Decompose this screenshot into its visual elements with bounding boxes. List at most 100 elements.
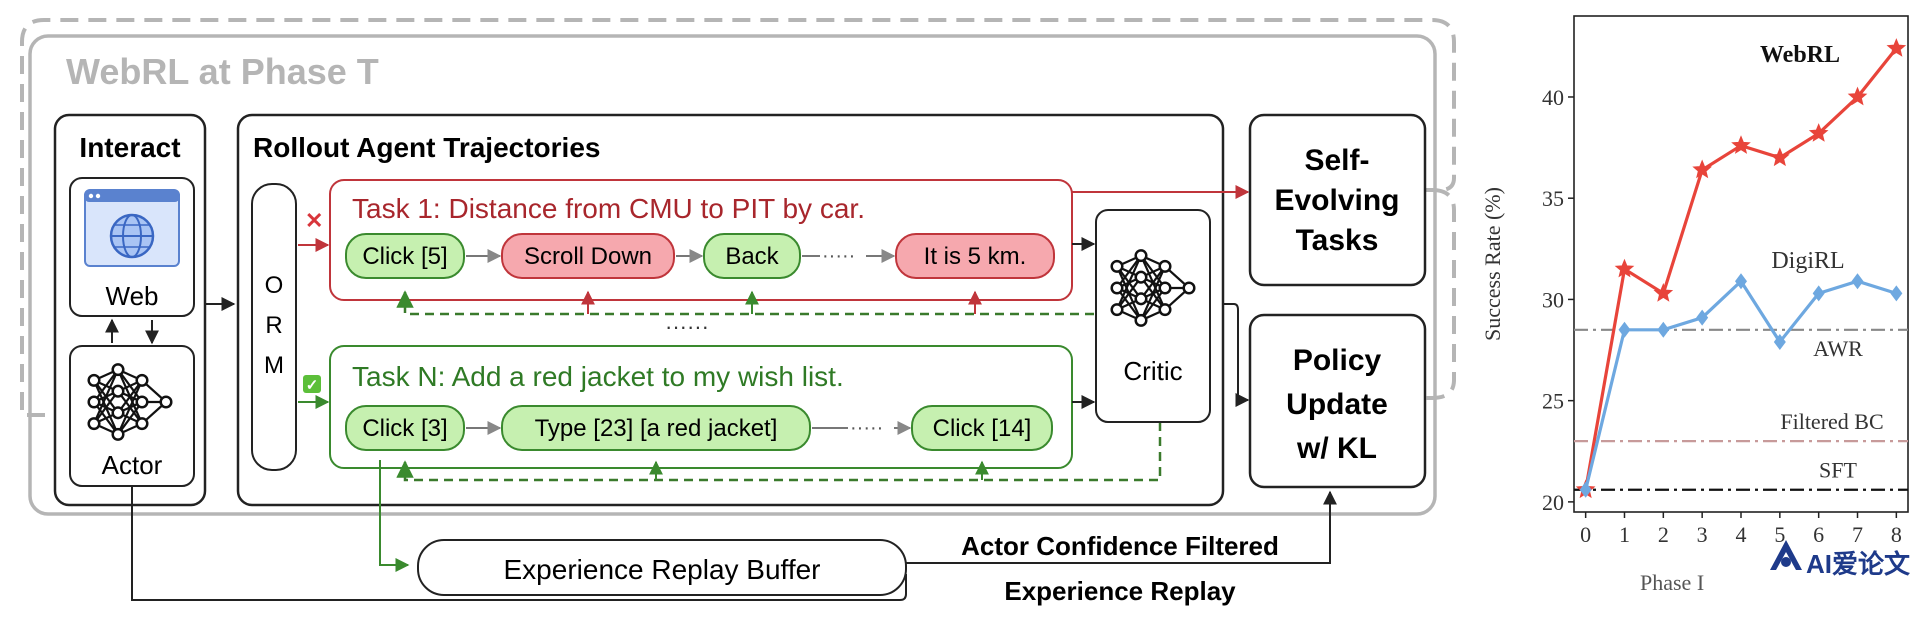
watermark: AI爱论文 <box>1770 540 1911 579</box>
self-evolving-line-1: Self- <box>1304 144 1369 177</box>
watermark-text: AI爱论文 <box>1806 549 1911 579</box>
watermark-logo-icon <box>1770 540 1802 570</box>
actor-to-buffer-line <box>131 486 907 601</box>
data-point <box>1735 273 1747 290</box>
data-point <box>1614 258 1635 278</box>
critic-label: Critic <box>1123 356 1182 386</box>
experience-replay-label: Experience Replay <box>1004 576 1236 606</box>
interact-title: Interact <box>79 132 180 163</box>
self-evolving-box <box>1248 113 1427 287</box>
critic-to-policy-arrow <box>1223 303 1250 407</box>
data-point <box>1657 321 1670 338</box>
data-point <box>1731 135 1751 154</box>
task1-step-2-label: Scroll Down <box>524 243 652 270</box>
critic-network-icon <box>1110 249 1196 327</box>
orm-letter-o: O <box>265 272 284 299</box>
baseline-label: Filtered BC <box>1780 409 1883 434</box>
taskN-step-2-label: Type [23] [a red jacket] <box>535 415 778 442</box>
task1-step-2 <box>501 233 675 279</box>
plot-frame <box>1573 15 1909 513</box>
task1-title: Task 1: Distance from CMU to PIT by car. <box>352 193 865 224</box>
x-tick-label: 0 <box>1580 522 1591 547</box>
task1-step-3-label: Back <box>725 243 779 270</box>
taskN-pass-mark-glyph: ✓ <box>306 377 319 394</box>
policy-update-line-2: Update <box>1286 388 1388 421</box>
task1-step-1 <box>345 233 465 279</box>
orm-box <box>251 183 297 471</box>
filtered-label-bg <box>915 528 1327 562</box>
x-tick-label: 2 <box>1658 522 1669 547</box>
replay-buffer-box <box>417 539 907 596</box>
taskN-step-1-label: Click [3] <box>362 415 447 442</box>
self-evolving-line-3: Tasks <box>1296 224 1379 257</box>
series-label: WebRL <box>1760 42 1840 68</box>
taskN-title: Task N: Add a red jacket to my wish list… <box>352 361 844 392</box>
x-tick-label: 4 <box>1736 522 1747 547</box>
y-tick-label: 25 <box>1542 389 1564 414</box>
y-tick-label: 35 <box>1542 186 1564 211</box>
taskN-step-2 <box>501 405 811 451</box>
y-tick-label: 40 <box>1542 85 1564 110</box>
x-tick-label: 3 <box>1697 522 1708 547</box>
taskN-to-buffer-arrow <box>379 460 410 572</box>
data-point <box>1579 481 1592 498</box>
task1-fail-mark: ✕ <box>305 208 323 233</box>
taskN-step-3 <box>911 405 1053 451</box>
taskN-pass-mark <box>303 375 321 393</box>
task1-step-4 <box>895 233 1055 279</box>
task1-step-1-label: Click [5] <box>362 243 447 270</box>
task1-step-4-label: It is 5 km. <box>924 243 1027 270</box>
policy-update-box <box>1248 313 1427 489</box>
taskN-step-1 <box>345 405 465 451</box>
baseline-label: AWR <box>1813 336 1863 361</box>
x-tick-label: 5 <box>1774 522 1785 547</box>
taskN-feedback-dashed <box>396 422 1162 482</box>
buffer-to-policy-arrow <box>906 490 1337 564</box>
success-rate-chart: 20 25 30 35 40 0 1 2 3 4 5 6 7 8 Success Rate (%) Phase… <box>1480 15 1909 595</box>
taskN-step-3-label: Click [14] <box>933 415 1032 442</box>
data-point <box>1653 283 1674 302</box>
y-tick-label: 30 <box>1542 287 1564 312</box>
data-point <box>1886 38 1907 57</box>
rollout-title: Rollout Agent Trajectories <box>253 132 600 163</box>
data-point <box>1770 147 1790 167</box>
data-point <box>1692 159 1712 179</box>
trajectories-ellipsis: ······ <box>665 314 709 339</box>
x-tick-label: 1 <box>1619 522 1630 547</box>
actor-network-icon <box>87 363 173 441</box>
data-point <box>1773 333 1786 350</box>
x-axis-label: Phase I <box>1640 570 1704 595</box>
replay-buffer-label: Experience Replay Buffer <box>504 554 821 585</box>
data-point <box>1808 123 1829 142</box>
outer-dashed-loop <box>20 18 1456 417</box>
data-point <box>1812 285 1825 302</box>
phase-title: WebRL at Phase T <box>66 51 379 92</box>
data-point <box>1890 285 1903 302</box>
task1-step-3 <box>703 233 801 279</box>
actor-label: Actor <box>102 450 163 480</box>
policy-update-line-1: Policy <box>1293 344 1382 377</box>
orm-letter-r: R <box>265 312 282 339</box>
taskN-ellipsis: ····· <box>850 417 883 439</box>
y-tick-label: 20 <box>1542 490 1564 515</box>
data-point <box>1696 309 1709 326</box>
x-tick-label: 7 <box>1852 522 1863 547</box>
data-point <box>1851 273 1864 290</box>
task1-feedback-dashed <box>396 290 1094 316</box>
baseline-label: SFT <box>1819 458 1857 483</box>
web-browser-icon <box>84 189 180 267</box>
phase-box <box>28 34 1437 516</box>
data-point <box>1618 321 1631 338</box>
orm-letter-m: M <box>264 352 284 379</box>
self-evolving-line-2: Evolving <box>1274 184 1399 217</box>
task1-ellipsis: ····· <box>822 245 855 267</box>
web-label: Web <box>106 281 159 311</box>
data-point <box>1847 86 1868 106</box>
series-label: DigiRL <box>1771 248 1844 274</box>
outer-dashed-loop-right <box>1424 188 1456 400</box>
y-axis-label: Success Rate (%) <box>1480 187 1505 341</box>
filtered-label: Actor Confidence Filtered <box>961 531 1279 561</box>
x-tick-label: 6 <box>1813 522 1824 547</box>
policy-update-line-3: w/ KL <box>1296 432 1377 465</box>
x-tick-label: 8 <box>1891 522 1902 547</box>
